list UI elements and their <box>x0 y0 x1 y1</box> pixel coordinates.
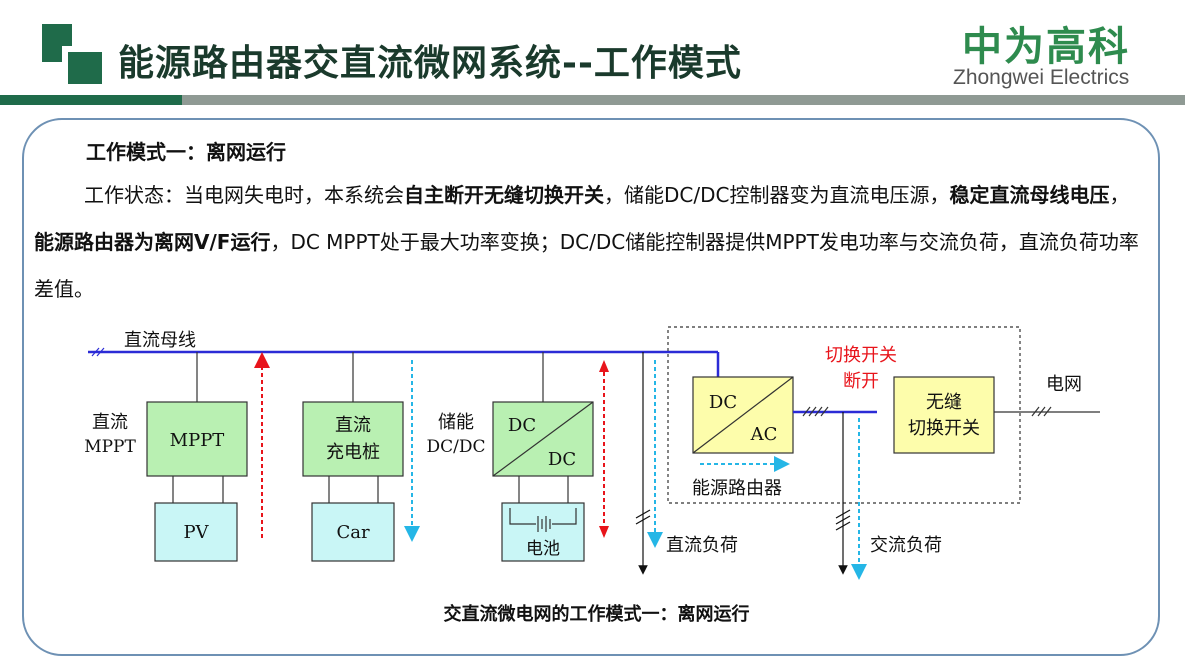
logo-square-icon <box>62 46 102 84</box>
battery-box <box>501 502 585 562</box>
page-title: 能源路由器交直流微网系统--工作模式 <box>118 43 742 84</box>
dcac-bottom-label: AC <box>750 424 778 445</box>
router-label: 能源路由器 <box>692 478 782 499</box>
mppt-box-label: MPPT <box>170 430 225 451</box>
charger-label: 充电桩 <box>326 442 380 463</box>
para-bold-text: 能源路由器为离网V/F运行 <box>34 230 271 254</box>
arrow-down-icon <box>599 526 609 538</box>
para-text: ， <box>1109 183 1130 207</box>
dcdc-top-label: DC <box>508 415 536 436</box>
mppt-side-label: 直流 <box>92 412 128 433</box>
grid-label: 电网 <box>1046 374 1082 395</box>
seamless-switch-box <box>893 376 995 454</box>
car-box <box>311 502 395 562</box>
brand-name-en: Zhongwei Electrics <box>953 66 1130 89</box>
charger-box <box>302 401 404 477</box>
battery-icon <box>509 508 577 532</box>
pv-box-label: PV <box>183 522 209 543</box>
diagram-caption: 交直流微电网的工作模式一：离网运行 <box>0 600 1185 626</box>
slide-header: 能源路由器交直流微网系统--工作模式 中为高科 Zhongwei Electri… <box>0 0 1185 108</box>
converter-diagonal <box>692 376 794 454</box>
seamless-switch-label: 无缝 <box>926 392 962 413</box>
storage-side-label: DC/DC <box>426 437 485 457</box>
para-text: ，DC MPPT处于最大功率变换；DC/DC储能控制器提供MPPT发电功率与交流… <box>34 230 1139 301</box>
mppt-box <box>146 401 248 477</box>
seamless-switch-label: 切换开关 <box>908 418 980 439</box>
charger-label: 直流 <box>335 415 371 436</box>
ac-load-label: 交流负荷 <box>870 535 942 556</box>
para-bold-text: 稳定直流母线电压 <box>949 183 1110 207</box>
arrow-up-icon <box>599 360 609 372</box>
load-hatch-icon <box>835 509 851 531</box>
pv-box <box>154 502 238 562</box>
dcac-top-label: DC <box>709 392 737 413</box>
dc-bus-label: 直流母线 <box>124 330 196 351</box>
description-paragraph: 工作状态：当电网失电时，本系统会自主断开无缝切换开关，储能DC/DC控制器变为直… <box>34 172 1149 313</box>
dcdc-bottom-label: DC <box>548 449 576 470</box>
storage-side-label: 储能 <box>438 412 474 433</box>
brand-name-cn: 中为高科 <box>962 24 1130 70</box>
battery-label: 电池 <box>526 539 560 559</box>
para-text: 工作状态：当电网失电时，本系统会 <box>84 183 404 207</box>
para-text: ，储能DC/DC控制器变为直流电压源， <box>604 183 950 207</box>
grid-hatch-icon <box>1031 406 1052 417</box>
switch-open-note: 断开 <box>843 371 879 392</box>
switch-open-note: 切换开关 <box>825 345 897 366</box>
diagram-caption-text: 交直流微电网的工作模式一：离网运行 <box>443 604 750 625</box>
header-bar <box>182 95 1185 105</box>
converter-diagonal <box>492 401 594 477</box>
section-heading: 工作模式一：离网运行 <box>86 140 286 164</box>
mppt-side-label: MPPT <box>84 437 136 457</box>
dc-load-label: 直流负荷 <box>666 535 738 556</box>
bus-hatch-icon <box>91 347 105 357</box>
car-box-label: Car <box>336 522 370 543</box>
header-bar-accent <box>0 95 182 105</box>
router-boundary <box>667 326 1021 504</box>
load-hatch-icon <box>635 509 651 525</box>
ac-hatch-icon <box>802 406 829 417</box>
para-bold-text: 自主断开无缝切换开关 <box>404 183 604 207</box>
